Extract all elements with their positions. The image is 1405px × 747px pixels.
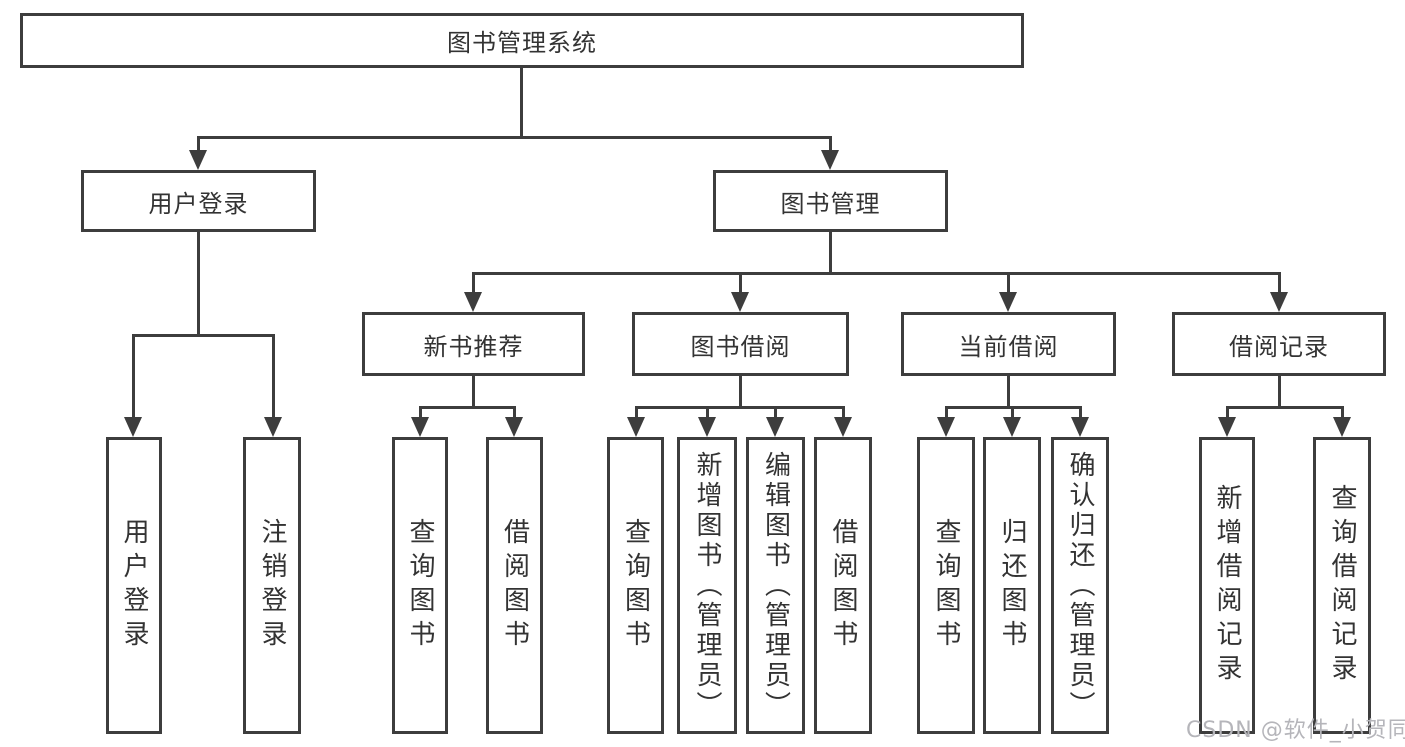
node-book-borrow-label: 图书借阅 bbox=[690, 332, 791, 361]
node-root-label: 图书管理系统 bbox=[447, 29, 597, 57]
leaf-records-add: 新增借阅记录 bbox=[1199, 437, 1255, 734]
node-current-borrow-label: 当前借阅 bbox=[958, 332, 1059, 361]
arrow-book-borrow-child-3 bbox=[766, 406, 785, 437]
leaf-borrow-add-book-label: 新增图书（管理员） bbox=[692, 450, 722, 721]
leaf-logout-label: 注销登录 bbox=[257, 517, 287, 654]
leaf-borrow-book: 借阅图书 bbox=[814, 437, 872, 734]
connector-book-mgmt-trunk bbox=[828, 232, 832, 275]
leaf-current-confirm-return: 确认归还（管理员） bbox=[1051, 437, 1109, 734]
node-book-mgmt: 图书管理 bbox=[713, 170, 948, 232]
connector-book-borrow-rail bbox=[634, 406, 845, 409]
arrow-book-borrow-child-1 bbox=[626, 406, 646, 437]
leaf-borrow-query: 查询图书 bbox=[607, 437, 664, 734]
connector-borrow-records-rail bbox=[1225, 406, 1344, 409]
connector-new-books-rail bbox=[418, 406, 516, 409]
connector-current-borrow-trunk bbox=[1006, 376, 1010, 409]
leaf-new-books-borrow-label: 借阅图书 bbox=[499, 517, 530, 654]
leaf-user-login-label: 用户登录 bbox=[119, 517, 149, 654]
node-root: 图书管理系统 bbox=[20, 13, 1024, 68]
leaf-current-confirm-return-label: 确认归还（管理员） bbox=[1065, 450, 1095, 721]
leaf-new-books-borrow: 借阅图书 bbox=[486, 437, 543, 734]
connector-user-login-rail bbox=[131, 334, 275, 337]
connector-user-login-trunk bbox=[196, 232, 200, 337]
connector-root-trunk bbox=[519, 66, 523, 139]
connector-level3-rail bbox=[471, 272, 1281, 275]
arrow-to-borrow-records bbox=[1270, 272, 1289, 312]
connector-new-books-trunk bbox=[471, 376, 475, 409]
leaf-new-books-query: 查询图书 bbox=[392, 437, 448, 734]
node-borrow-records: 借阅记录 bbox=[1172, 312, 1386, 376]
arrow-to-book-mgmt bbox=[820, 136, 840, 170]
leaf-borrow-edit-book-label: 编辑图书（管理员） bbox=[760, 450, 791, 721]
leaf-borrow-query-label: 查询图书 bbox=[620, 517, 651, 654]
node-current-borrow: 当前借阅 bbox=[901, 312, 1116, 376]
arrow-book-borrow-child-4 bbox=[833, 406, 853, 437]
node-borrow-records-label: 借阅记录 bbox=[1229, 332, 1329, 361]
csdn-watermark: CSDN @软件_小贺同学 bbox=[1186, 718, 1405, 743]
leaf-borrow-edit-book: 编辑图书（管理员） bbox=[746, 437, 805, 734]
arrow-book-borrow-child-2 bbox=[697, 406, 717, 437]
arrow-current-borrow-child-1 bbox=[936, 406, 956, 437]
arrow-current-borrow-child-3 bbox=[1070, 406, 1090, 437]
leaf-records-add-label: 新增借阅记录 bbox=[1212, 483, 1242, 688]
arrow-borrow-records-child-1 bbox=[1217, 406, 1237, 437]
node-book-borrow: 图书借阅 bbox=[632, 312, 849, 376]
arrow-to-user-login bbox=[188, 136, 208, 170]
leaf-records-query-label: 查询借阅记录 bbox=[1327, 483, 1357, 688]
node-user-login-label: 用户登录 bbox=[148, 189, 249, 218]
node-user-login: 用户登录 bbox=[81, 170, 316, 232]
arrow-current-borrow-child-2 bbox=[1002, 406, 1022, 437]
leaf-user-login: 用户登录 bbox=[106, 437, 162, 734]
connector-borrow-records-trunk bbox=[1277, 376, 1281, 409]
arrow-to-logout-leaf bbox=[263, 334, 283, 437]
connector-book-borrow-trunk bbox=[738, 376, 742, 409]
arrow-borrow-records-child-2 bbox=[1333, 406, 1352, 437]
connector-level2-rail bbox=[196, 136, 832, 139]
arrow-to-book-borrow bbox=[731, 272, 750, 312]
leaf-borrow-add-book: 新增图书（管理员） bbox=[677, 437, 737, 734]
leaf-new-books-query-label: 查询图书 bbox=[405, 517, 435, 654]
leaf-logout: 注销登录 bbox=[243, 437, 301, 734]
leaf-borrow-book-label: 借阅图书 bbox=[828, 517, 858, 654]
leaf-records-query: 查询借阅记录 bbox=[1313, 437, 1371, 734]
leaf-current-query: 查询图书 bbox=[917, 437, 975, 734]
arrow-new-books-child-2 bbox=[505, 406, 524, 437]
arrow-new-books-child-1 bbox=[410, 406, 430, 437]
arrow-to-new-books bbox=[464, 272, 483, 312]
node-new-books: 新书推荐 bbox=[362, 312, 585, 376]
arrow-to-current-borrow bbox=[999, 272, 1018, 312]
node-book-mgmt-label: 图书管理 bbox=[780, 189, 881, 218]
node-new-books-label: 新书推荐 bbox=[423, 332, 524, 361]
leaf-current-return: 归还图书 bbox=[983, 437, 1041, 734]
leaf-current-return-label: 归还图书 bbox=[997, 517, 1027, 654]
leaf-current-query-label: 查询图书 bbox=[931, 517, 961, 654]
arrow-to-user-login-leaf bbox=[123, 334, 143, 437]
